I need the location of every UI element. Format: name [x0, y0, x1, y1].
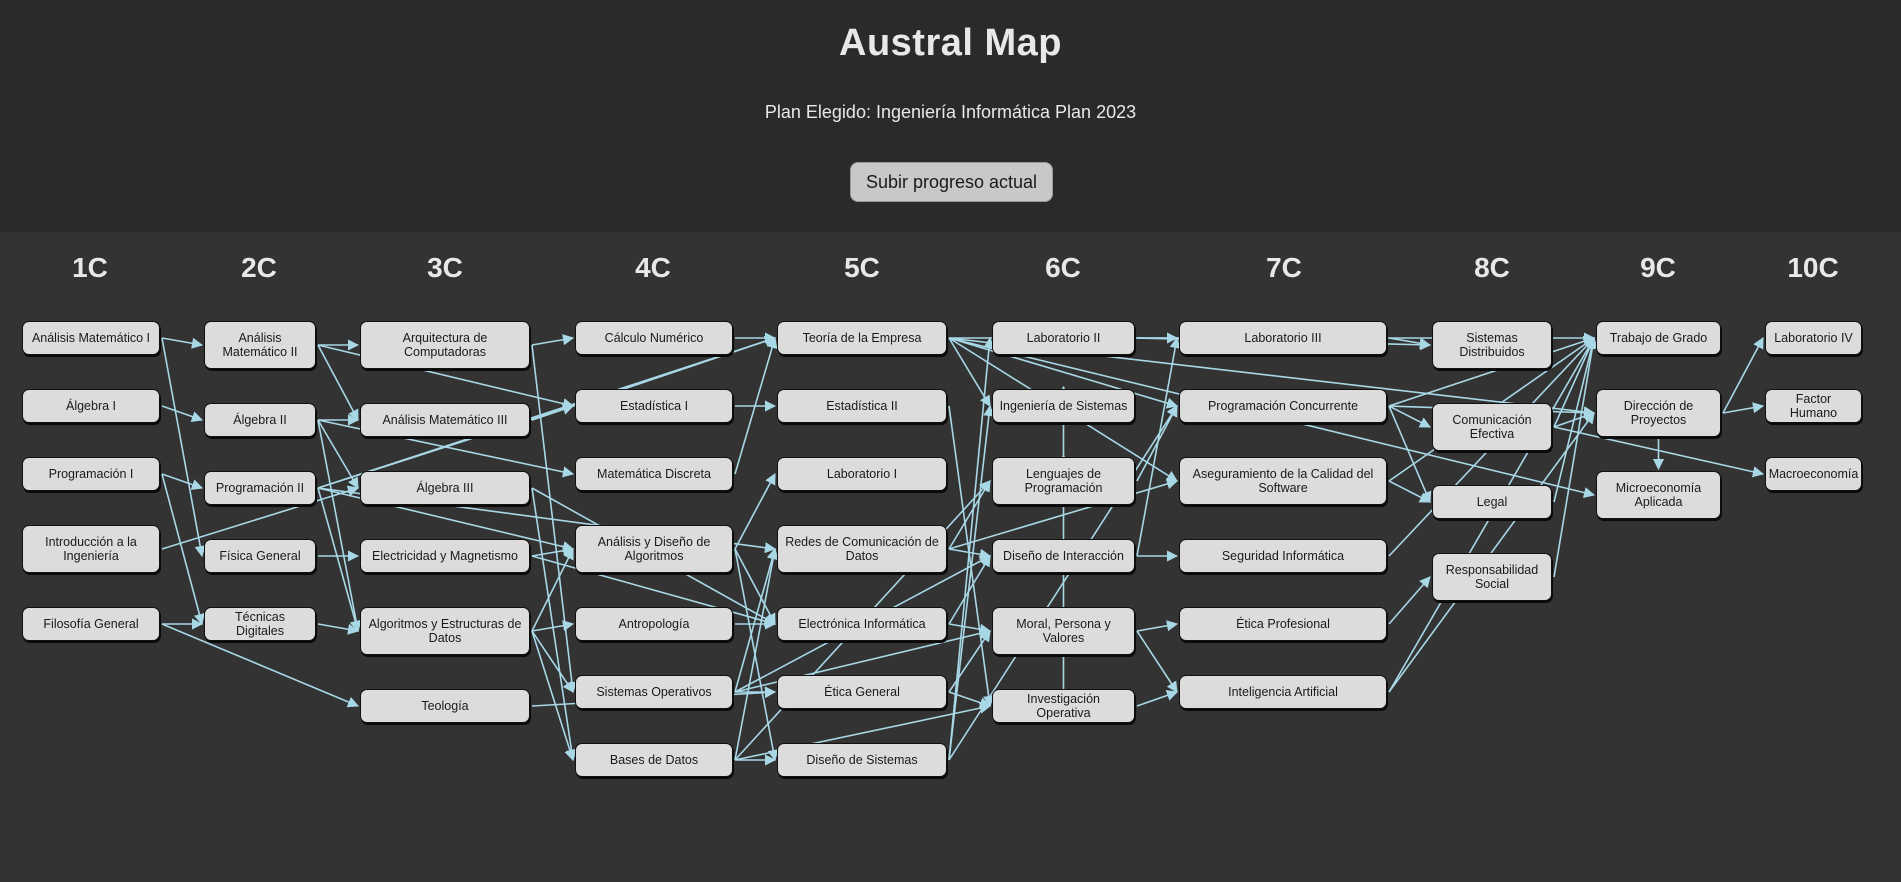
subject-analisis-matematico-1[interactable]: Análisis Matemático I [22, 321, 160, 355]
subject-antropologia[interactable]: Antropología [575, 607, 733, 641]
subject-analisis-matematico-3[interactable]: Análisis Matemático III [360, 403, 530, 437]
subject-aseguramiento-calidad[interactable]: Aseguramiento de la Calidad del Software [1179, 457, 1387, 505]
subject-teoria-empresa[interactable]: Teoría de la Empresa [777, 321, 947, 355]
subject-bases-datos[interactable]: Bases de Datos [575, 743, 733, 777]
subject-direccion-proyectos[interactable]: Dirección de Proyectos [1596, 389, 1721, 437]
subject-teologia[interactable]: Teología [360, 689, 530, 723]
subject-responsabilidad-social[interactable]: Responsabilidad Social [1432, 553, 1552, 601]
subject-filosofia-general[interactable]: Filosofía General [22, 607, 160, 641]
subject-lenguajes-programacion[interactable]: Lenguajes de Programación [992, 457, 1135, 505]
subject-fisica-general[interactable]: Física General [204, 539, 316, 573]
subject-laboratorio-4[interactable]: Laboratorio IV [1765, 321, 1862, 355]
subject-estadistica-1[interactable]: Estadística I [575, 389, 733, 423]
subject-laboratorio-1[interactable]: Laboratorio I [777, 457, 947, 491]
subject-seguridad-informatica[interactable]: Seguridad Informática [1179, 539, 1387, 573]
subject-macroeconomia[interactable]: Macroeconomía [1765, 457, 1862, 491]
subject-analisis-diseno-algoritmos[interactable]: Análisis y Diseño de Algoritmos [575, 525, 733, 573]
column-header-7c: 7C [1266, 252, 1302, 283]
subject-laboratorio-3[interactable]: Laboratorio III [1179, 321, 1387, 355]
subject-moral-persona-valores[interactable]: Moral, Persona y Valores [992, 607, 1135, 655]
subject-etica-profesional[interactable]: Ética Profesional [1179, 607, 1387, 641]
subject-programacion-concurrente[interactable]: Programación Concurrente [1179, 389, 1387, 423]
subject-redes-comunicacion[interactable]: Redes de Comunicación de Datos [777, 525, 947, 573]
subject-microeconomia-aplicada[interactable]: Microeconomía Aplicada [1596, 471, 1721, 519]
subject-ingenieria-sistemas[interactable]: Ingeniería de Sistemas [992, 389, 1135, 423]
column-header-6c: 6C [1045, 252, 1081, 283]
plan-label: Plan Elegido: Ingeniería Informática Pla… [764, 102, 1137, 122]
subject-arquitectura-computadoras[interactable]: Arquitectura de Computadoras [360, 321, 530, 369]
subject-matematica-discreta[interactable]: Matemática Discreta [575, 457, 733, 491]
subject-introduccion-ingenieria[interactable]: Introducción a la Ingeniería [22, 525, 160, 573]
subject-electricidad-magnetismo[interactable]: Electricidad y Magnetismo [360, 539, 530, 573]
subject-etica-general[interactable]: Ética General [777, 675, 947, 709]
subject-trabajo-grado[interactable]: Trabajo de Grado [1596, 321, 1721, 355]
subject-comunicacion-efectiva[interactable]: Comunicación Efectiva [1432, 403, 1552, 451]
subject-algebra-1[interactable]: Álgebra I [22, 389, 160, 423]
subject-analisis-matematico-2[interactable]: Análisis Matemático II [204, 321, 316, 369]
upload-progress-button[interactable]: Subir progreso actual [850, 162, 1053, 202]
column-header-3c: 3C [427, 252, 463, 283]
subject-sistemas-operativos[interactable]: Sistemas Operativos [575, 675, 733, 709]
column-header-5c: 5C [844, 252, 880, 283]
column-header-4c: 4C [635, 252, 671, 283]
column-header-10c: 10C [1787, 252, 1839, 283]
subject-electronica-informatica[interactable]: Electrónica Informática [777, 607, 947, 641]
column-header-9c: 9C [1640, 252, 1676, 283]
subject-diseno-interaccion[interactable]: Diseño de Interacción [992, 539, 1135, 573]
subject-investigacion-operativa[interactable]: Investigación Operativa [992, 689, 1135, 723]
subject-estadistica-2[interactable]: Estadística II [777, 389, 947, 423]
subject-legal[interactable]: Legal [1432, 485, 1552, 519]
column-header-8c: 8C [1474, 252, 1510, 283]
subject-programacion-2[interactable]: Programación II [204, 471, 316, 505]
subject-algebra-3[interactable]: Álgebra III [360, 471, 530, 505]
subject-algebra-2[interactable]: Álgebra II [204, 403, 316, 437]
column-header-1c: 1C [72, 252, 108, 283]
page-title: Austral Map [839, 22, 1062, 64]
subject-algoritmos-estructuras-datos[interactable]: Algoritmos y Estructuras de Datos [360, 607, 530, 655]
header: Austral Map Plan Elegido: Ingeniería Inf… [0, 0, 1901, 232]
subject-laboratorio-2[interactable]: Laboratorio II [992, 321, 1135, 355]
subject-sistemas-distribuidos[interactable]: Sistemas Distribuidos [1432, 321, 1552, 369]
subject-factor-humano[interactable]: Factor Humano [1765, 389, 1862, 423]
subject-inteligencia-artificial[interactable]: Inteligencia Artificial [1179, 675, 1387, 709]
subject-calculo-numerico[interactable]: Cálculo Numérico [575, 321, 733, 355]
subject-tecnicas-digitales[interactable]: Técnicas Digitales [204, 607, 316, 641]
subject-diseno-sistemas[interactable]: Diseño de Sistemas [777, 743, 947, 777]
subject-programacion-1[interactable]: Programación I [22, 457, 160, 491]
column-header-2c: 2C [241, 252, 277, 283]
